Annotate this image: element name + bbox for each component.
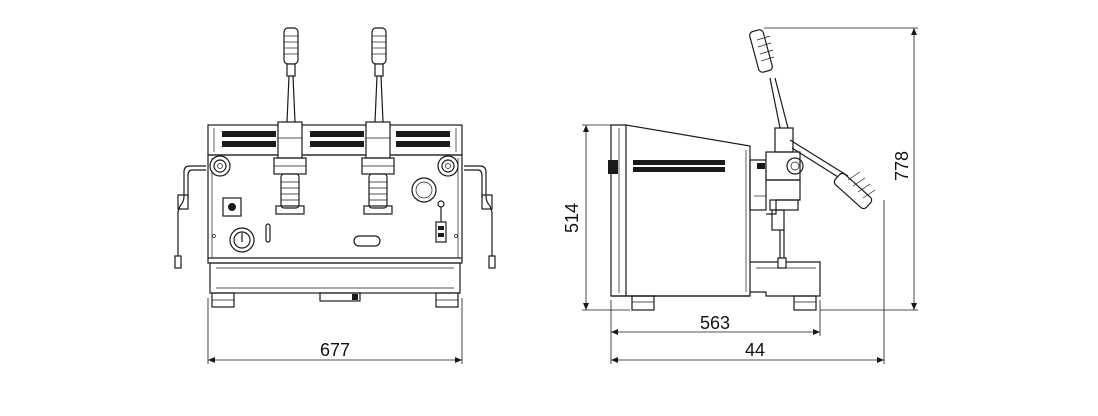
- side-view: [608, 29, 876, 311]
- total-height-label: 778: [892, 151, 912, 181]
- front-left-lever: [273, 27, 307, 215]
- front-vent-slots: [222, 131, 450, 147]
- side-vent-slots: [633, 160, 725, 172]
- front-right-lever: [361, 27, 395, 215]
- side-depth-dimension: [610, 300, 821, 364]
- front-water-level-indicator: [435, 200, 447, 243]
- front-boiler-gauge: [411, 177, 437, 203]
- side-height-label: 514: [562, 203, 582, 233]
- side-total-depth-dimension: [611, 200, 885, 364]
- front-view: [174, 27, 496, 308]
- front-left-steam-knob: [209, 155, 231, 177]
- front-width-label: 677: [320, 340, 350, 360]
- front-pressure-gauge: [229, 227, 255, 253]
- front-width-dimension: [207, 298, 463, 364]
- total-height-dimension: [764, 27, 918, 311]
- side-lever: [749, 29, 876, 210]
- front-right-steam-knob: [437, 155, 459, 177]
- front-power-switch: [222, 197, 242, 217]
- side-height-dimension: [582, 124, 630, 311]
- side-total-depth-label: 44: [745, 340, 765, 360]
- side-depth-label: 563: [700, 313, 730, 333]
